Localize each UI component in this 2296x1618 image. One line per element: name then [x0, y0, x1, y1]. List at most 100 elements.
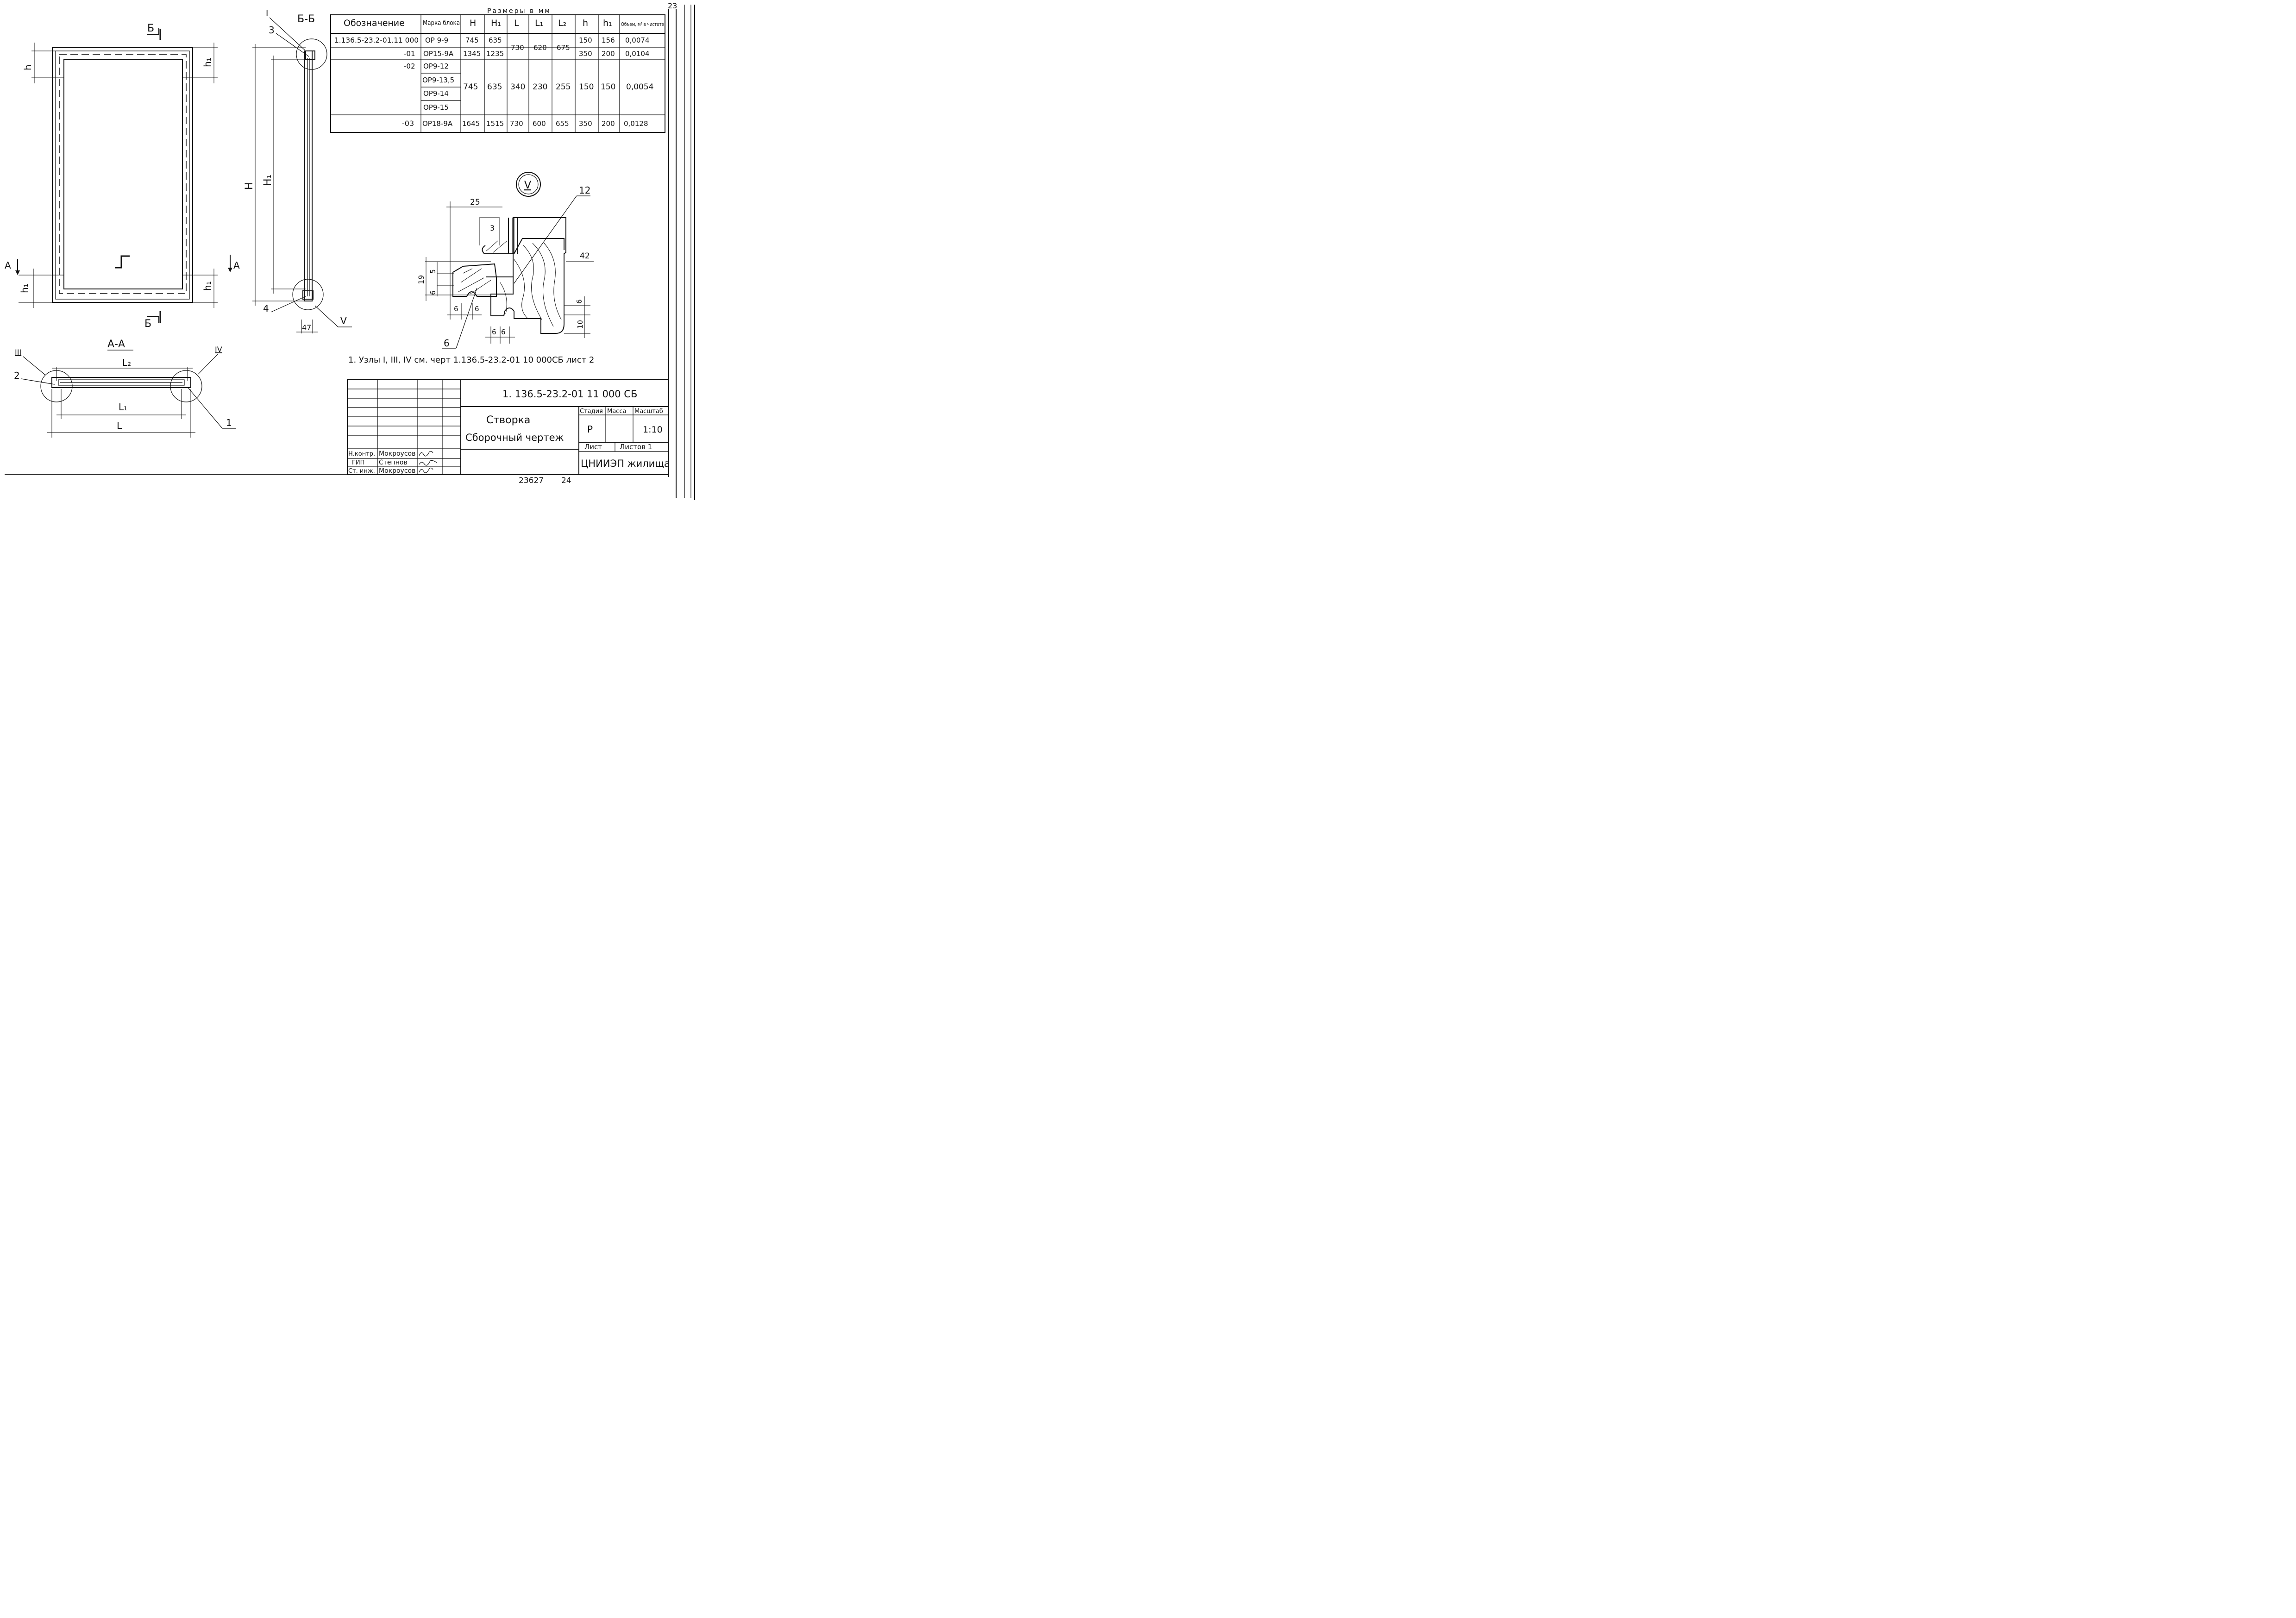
front-view: h h₁ h₁ h₁ Б Б А А [5, 23, 240, 330]
cell-r6-h1: 200 [602, 119, 615, 128]
node-v-title: V [524, 180, 531, 191]
node-IV-label: IV [215, 345, 222, 354]
cell-r6-h: 350 [579, 119, 592, 128]
dim-6-b: 6 [475, 305, 479, 313]
hdr-L2: L₂ [558, 18, 566, 28]
label-h1-bottom-right: h₁ [202, 281, 213, 291]
cell-r2-H1: 635 [487, 82, 502, 92]
pos-4-label: 4 [263, 303, 269, 314]
cut-mark-b-top: Б [147, 23, 154, 34]
spec-caption: Размеры в мм [487, 7, 551, 15]
spec-table: Размеры в мм Обозначение Марка блока H H… [330, 7, 665, 133]
stage-value: Р [587, 424, 593, 435]
node-V-leader-label: V [340, 315, 347, 326]
hdr-h: h [583, 18, 588, 28]
hdr-designation: Обозначение [344, 18, 405, 28]
pos-12-label: 12 [579, 185, 590, 196]
scale-value: 1:10 [643, 425, 663, 435]
cell-r0-L: 730 [511, 44, 524, 52]
pos-1-label: 1 [226, 417, 232, 428]
sheets-label: Листов 1 [620, 443, 652, 451]
cell-r2-h: 150 [579, 82, 594, 92]
cell-r1-volume: 0,0104 [625, 50, 650, 58]
doc-code: 1. 136.5-23.2-01 11 000 СБ [502, 389, 637, 400]
dim-42: 42 [580, 251, 590, 261]
cell-r2-h1: 150 [601, 82, 615, 92]
cell-r3-mark: ОР9-13,5 [422, 76, 454, 84]
cell-r0-L1: 620 [533, 44, 547, 52]
signer-role-0: Н.контр. [348, 451, 375, 458]
label-L1: L₁ [119, 401, 127, 413]
corner-number: 23 [668, 1, 677, 10]
signature-1 [419, 460, 437, 466]
cell-r1-H: 1345 [463, 50, 481, 58]
dim-19: 19 [417, 275, 426, 284]
pos-6-label: 6 [444, 338, 450, 349]
label-h1-top: h₁ [202, 57, 213, 67]
label-L2: L₂ [122, 357, 131, 368]
stage-header: Стадия [580, 408, 603, 415]
dim-5: 5 [429, 269, 437, 274]
cell-r2-L2: 255 [556, 82, 571, 92]
node-I-label: I [266, 8, 268, 18]
dim-3: 3 [490, 224, 495, 232]
cell-r6-designation: -03 [402, 119, 414, 128]
cut-mark-a-right: А [233, 260, 240, 271]
cell-r1-designation: -01 [404, 50, 415, 58]
footer-code-1: 23627 [519, 476, 544, 485]
cell-r6-L1: 600 [533, 119, 546, 128]
dim-6-right: 6 [575, 299, 583, 304]
drawing-note: 1. Узлы I, III, IV см. черт 1.136.5-23.2… [348, 355, 594, 365]
hdr-mark: Марка блока [423, 19, 460, 27]
title-line-2: Сборочный чертеж [465, 432, 564, 443]
signature-0 [419, 451, 433, 457]
pos-2-label: 2 [14, 370, 20, 381]
title-block: Н.контр. Мокроусов ГИП Степнов Ст. инж. … [347, 379, 670, 475]
cell-r2-volume: 0,0054 [626, 82, 653, 92]
cell-r6-volume: 0,0128 [624, 119, 648, 128]
cell-r1-h1: 200 [602, 50, 615, 58]
dim-6-vertical: 6 [429, 290, 437, 295]
signer-name-0: Мокроусов [379, 450, 415, 458]
cell-r0-designation: 1.136.5-23.2-01.11 000 [334, 36, 419, 44]
cut-mark-a-left: А [5, 260, 11, 271]
cell-r6-H: 1645 [462, 119, 480, 128]
cell-r0-L2: 675 [557, 44, 570, 52]
cell-r6-H1: 1515 [486, 119, 504, 128]
section-bb-title: Б-Б [297, 13, 315, 25]
hdr-H1: H₁ [491, 18, 501, 28]
cell-r4-mark: ОР9-14 [423, 89, 449, 98]
node-v-detail: V 12 6 25 3 42 [417, 172, 594, 349]
dim-10: 10 [576, 320, 584, 329]
signer-role-2: Ст. инж. [348, 468, 375, 475]
drawing-sheet: 23 h h₁ h₁ h₁ Б Б А А [5, 1, 695, 500]
dim-6-a: 6 [454, 305, 458, 313]
pos-3-label: 3 [269, 25, 275, 36]
node-III-label: III [15, 348, 21, 357]
cell-r5-mark: ОР9-15 [423, 103, 449, 112]
cell-r2-designation: -02 [404, 62, 415, 70]
title-line-1: Створка [486, 414, 530, 426]
cell-r0-volume: 0,0074 [625, 36, 650, 44]
cell-r1-H1: 1235 [486, 50, 504, 58]
hdr-volume: Объем, м³ в чистоте [621, 21, 664, 27]
section-bb: Б-Б H H₁ I 3 4 V 47 [244, 8, 352, 333]
signer-name-1: Степнов [379, 459, 408, 466]
sheet-label: Лист [584, 443, 602, 451]
organization: ЦНИИЭП жилища [581, 458, 670, 469]
cell-r0-h: 150 [579, 36, 592, 44]
signer-name-2: Мокроусов [379, 467, 415, 475]
cell-r2-L: 340 [510, 82, 525, 92]
cell-r1-h: 350 [579, 50, 592, 58]
label-h-top: h [22, 64, 33, 70]
cell-r2-mark: ОР9-12 [423, 62, 449, 70]
label-H: H [244, 182, 255, 190]
cell-r2-L1: 230 [533, 82, 547, 92]
scale-header: Масштаб [634, 408, 663, 415]
footer-code-2: 24 [561, 476, 571, 485]
mass-header: Масса [607, 408, 626, 415]
cut-mark-b-bottom: Б [144, 318, 151, 330]
cell-r6-L: 730 [510, 119, 523, 128]
cell-r0-H1: 635 [489, 36, 502, 44]
dim-6-c: 6 [492, 328, 496, 336]
